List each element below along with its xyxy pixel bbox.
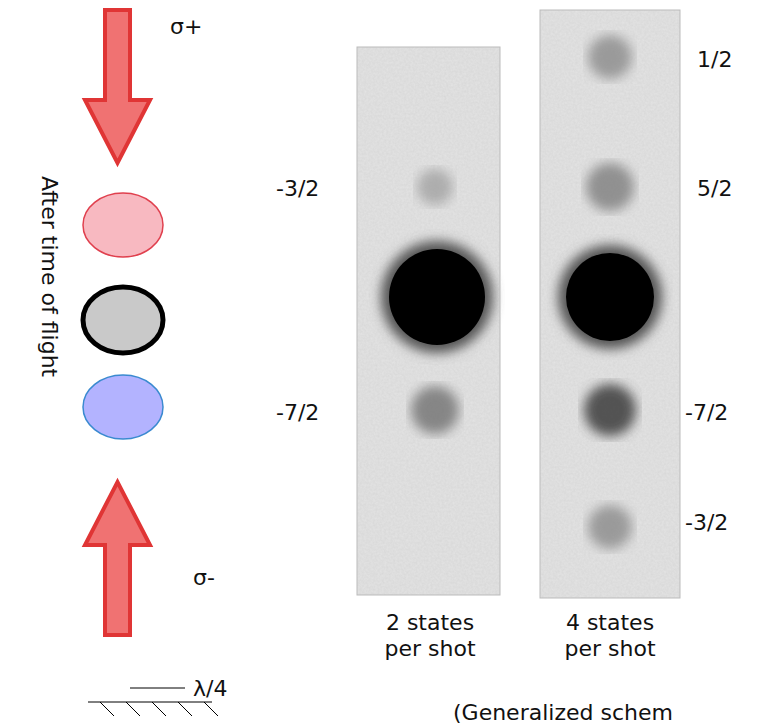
component-label: λ/4 [193,676,227,702]
blue-cloud [83,375,163,439]
beam-arrow-down [85,10,150,163]
polarization-label: σ- [193,565,215,591]
absorption-image [540,10,680,598]
beam-arrow-up [85,482,150,635]
image-caption: 2 states per shot [368,610,492,663]
mirror-hatching [100,702,218,716]
grey-cloud [83,287,163,353]
waveplate [130,688,185,689]
state-label: -3/2 [276,176,319,202]
axis-label: After time of flight [36,176,62,377]
state-label: -3/2 [685,510,728,536]
polarization-label: σ+ [170,14,202,40]
state-label: 5/2 [697,176,732,202]
footnote: (Generalized schem [453,700,673,726]
state-label: -7/2 [685,400,728,426]
pink-cloud [83,193,163,257]
image-caption: 4 states per shot [548,610,672,663]
absorption-image [357,47,500,595]
state-label: 1/2 [697,47,732,73]
state-label: -7/2 [276,400,319,426]
mirror [88,702,212,703]
